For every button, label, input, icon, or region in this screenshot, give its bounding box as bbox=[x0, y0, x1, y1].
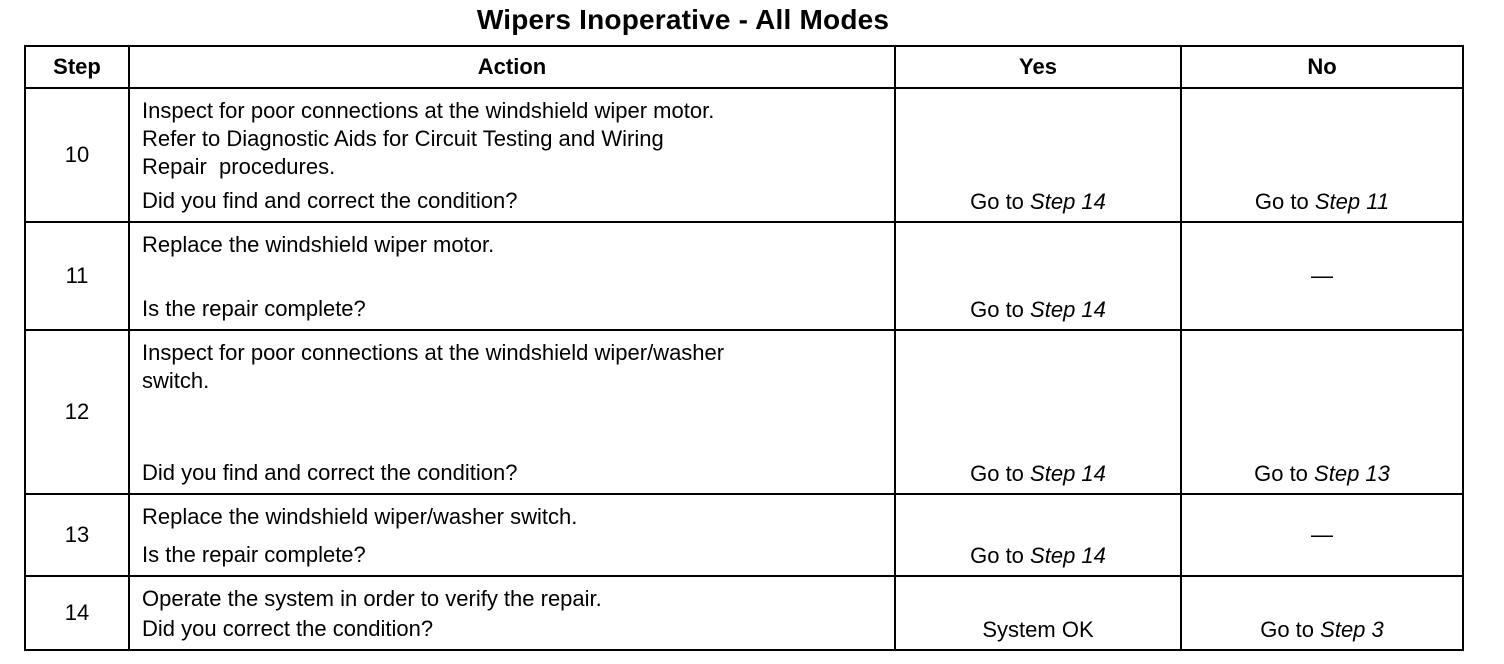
no-dash: — bbox=[1311, 263, 1333, 288]
action-question: Is the repair complete? bbox=[142, 296, 366, 321]
yes-cell: Go to Step 14 bbox=[894, 493, 1182, 577]
header-step: Step bbox=[24, 45, 130, 89]
table-row: 12 Inspect for poor connections at the w… bbox=[24, 329, 1464, 495]
action-cell: Replace the windshield wiper motor. Is t… bbox=[128, 221, 896, 331]
no-step-link: Step 3 bbox=[1320, 617, 1384, 642]
action-text: Replace the windshield wiper motor. bbox=[142, 232, 495, 257]
no-step-link: Step 13 bbox=[1314, 461, 1390, 486]
table-row: 14 Operate the system in order to verify… bbox=[24, 575, 1464, 651]
no-cell: — bbox=[1180, 221, 1464, 331]
header-yes: Yes bbox=[894, 45, 1182, 89]
yes-cell: System OK bbox=[894, 575, 1182, 651]
yes-step-link: Step 14 bbox=[1030, 461, 1106, 486]
no-prefix: Go to bbox=[1254, 461, 1308, 486]
no-cell: Go to Step 3 bbox=[1180, 575, 1464, 651]
no-step-link: Step 11 bbox=[1314, 189, 1390, 214]
action-question: Did you find and correct the condition? bbox=[142, 460, 518, 485]
yes-prefix: Go to bbox=[970, 189, 1024, 214]
yes-cell: Go to Step 14 bbox=[894, 221, 1182, 331]
step-number: 13 bbox=[24, 493, 130, 577]
step-number: 10 bbox=[24, 87, 130, 223]
action-text: Inspect for poor connections at the wind… bbox=[142, 98, 715, 123]
yes-step-link: Step 14 bbox=[1030, 543, 1106, 568]
action-cell: Inspect for poor connections at the wind… bbox=[128, 87, 896, 223]
action-question: Did you correct the condition? bbox=[142, 616, 434, 641]
action-question: Did you find and correct the condition? bbox=[142, 188, 518, 213]
no-cell: Go to Step 11 bbox=[1180, 87, 1464, 223]
action-cell: Operate the system in order to verify th… bbox=[128, 575, 896, 651]
action-text: Replace the windshield wiper/washer swit… bbox=[142, 504, 578, 529]
action-text: Operate the system in order to verify th… bbox=[142, 586, 602, 611]
header-no: No bbox=[1180, 45, 1464, 89]
yes-text: System OK bbox=[982, 617, 1094, 642]
action-text: Inspect for poor connections at the wind… bbox=[142, 340, 725, 365]
yes-prefix: Go to bbox=[970, 543, 1024, 568]
header-action: Action bbox=[128, 45, 896, 89]
yes-step-link: Step 14 bbox=[1030, 297, 1106, 322]
yes-cell: Go to Step 14 bbox=[894, 329, 1182, 495]
yes-step-link: Step 14 bbox=[1030, 189, 1106, 214]
yes-cell: Go to Step 14 bbox=[894, 87, 1182, 223]
diagnostic-table: Step Action Yes No 10 Inspect for poor c… bbox=[24, 45, 1464, 651]
action-text: Repair procedures. bbox=[142, 154, 336, 179]
no-cell: Go to Step 13 bbox=[1180, 329, 1464, 495]
action-text: switch. bbox=[142, 368, 210, 393]
no-dash: — bbox=[1311, 522, 1333, 547]
no-prefix: Go to bbox=[1260, 617, 1315, 642]
no-prefix: Go to bbox=[1254, 189, 1309, 214]
yes-prefix: Go to bbox=[970, 461, 1024, 486]
action-cell: Inspect for poor connections at the wind… bbox=[128, 329, 896, 495]
yes-prefix: Go to bbox=[970, 297, 1024, 322]
table-row: 13 Replace the windshield wiper/washer s… bbox=[24, 493, 1464, 577]
no-cell: — bbox=[1180, 493, 1464, 577]
action-cell: Replace the windshield wiper/washer swit… bbox=[128, 493, 896, 577]
table-row: 10 Inspect for poor connections at the w… bbox=[24, 87, 1464, 223]
step-number: 14 bbox=[24, 575, 130, 651]
step-number: 12 bbox=[24, 329, 130, 495]
page-title: Wipers Inoperative - All Modes bbox=[476, 4, 890, 35]
action-question: Is the repair complete? bbox=[142, 542, 366, 567]
action-text: Refer to Diagnostic Aids for Circuit Tes… bbox=[142, 126, 664, 151]
table-header-row: Step Action Yes No bbox=[24, 45, 1464, 89]
table-row: 11 Replace the windshield wiper motor. I… bbox=[24, 221, 1464, 331]
step-number: 11 bbox=[24, 221, 130, 331]
